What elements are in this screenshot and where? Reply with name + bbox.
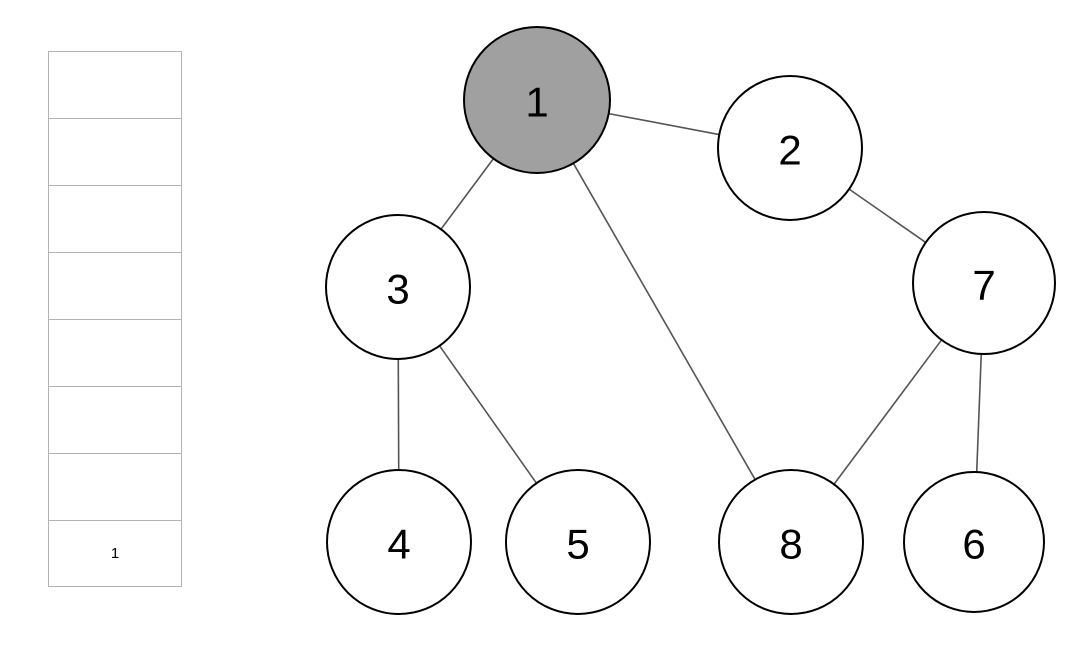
stack-cell-3 xyxy=(48,252,182,319)
graph-node-circle-8[interactable] xyxy=(718,469,864,615)
graph-edge-3-5 xyxy=(438,345,538,484)
graph-node-2[interactable]: 2 xyxy=(717,75,863,221)
stack-cell-7: 1 xyxy=(48,520,182,587)
stack-cell-1 xyxy=(48,118,182,185)
stack-cell-2 xyxy=(48,185,182,252)
graph-edge-1-8 xyxy=(572,162,756,480)
graph-node-label-6: 6 xyxy=(962,521,985,568)
graph-edge-7-8 xyxy=(833,339,943,485)
graph-node-layer: 1 2 3 7 4 5 8 6 xyxy=(325,26,1056,615)
graph-edge-2-7 xyxy=(848,188,927,244)
graph-edge-1-3 xyxy=(440,158,495,230)
graph-node-circle-7[interactable] xyxy=(912,211,1056,355)
stack-cell-6 xyxy=(48,453,182,520)
graph-node-8[interactable]: 8 xyxy=(718,469,864,615)
graph-node-label-8: 8 xyxy=(779,521,802,568)
stack-panel: 1 xyxy=(48,51,182,587)
graph-node-1[interactable]: 1 xyxy=(463,26,611,174)
graph-node-5[interactable]: 5 xyxy=(505,469,651,615)
graph-node-6[interactable]: 6 xyxy=(903,471,1045,613)
stack-cell-5 xyxy=(48,386,182,453)
graph-node-label-4: 4 xyxy=(387,521,410,568)
graph-node-circle-3[interactable] xyxy=(325,214,471,360)
stack-cell-4 xyxy=(48,319,182,386)
stack-cell-0 xyxy=(48,51,182,118)
graph-node-label-5: 5 xyxy=(566,521,589,568)
graph-node-label-3: 3 xyxy=(386,266,409,313)
graph-node-label-7: 7 xyxy=(972,262,995,309)
graph-edge-7-6 xyxy=(975,353,983,473)
graph-edge-1-2 xyxy=(608,112,720,136)
graph-node-label-2: 2 xyxy=(778,127,801,174)
graph-node-circle-5[interactable] xyxy=(505,469,651,615)
graph-node-4[interactable]: 4 xyxy=(326,469,472,615)
graph-node-circle-2[interactable] xyxy=(717,75,863,221)
graph-node-circle-6[interactable] xyxy=(903,471,1045,613)
graph-node-label-1: 1 xyxy=(525,79,548,126)
graph-node-7[interactable]: 7 xyxy=(912,211,1056,355)
graph-edge-layer xyxy=(397,112,983,485)
graph-node-circle-1[interactable] xyxy=(463,26,611,174)
graph-node-3[interactable]: 3 xyxy=(325,214,471,360)
graph-node-circle-4[interactable] xyxy=(326,469,472,615)
